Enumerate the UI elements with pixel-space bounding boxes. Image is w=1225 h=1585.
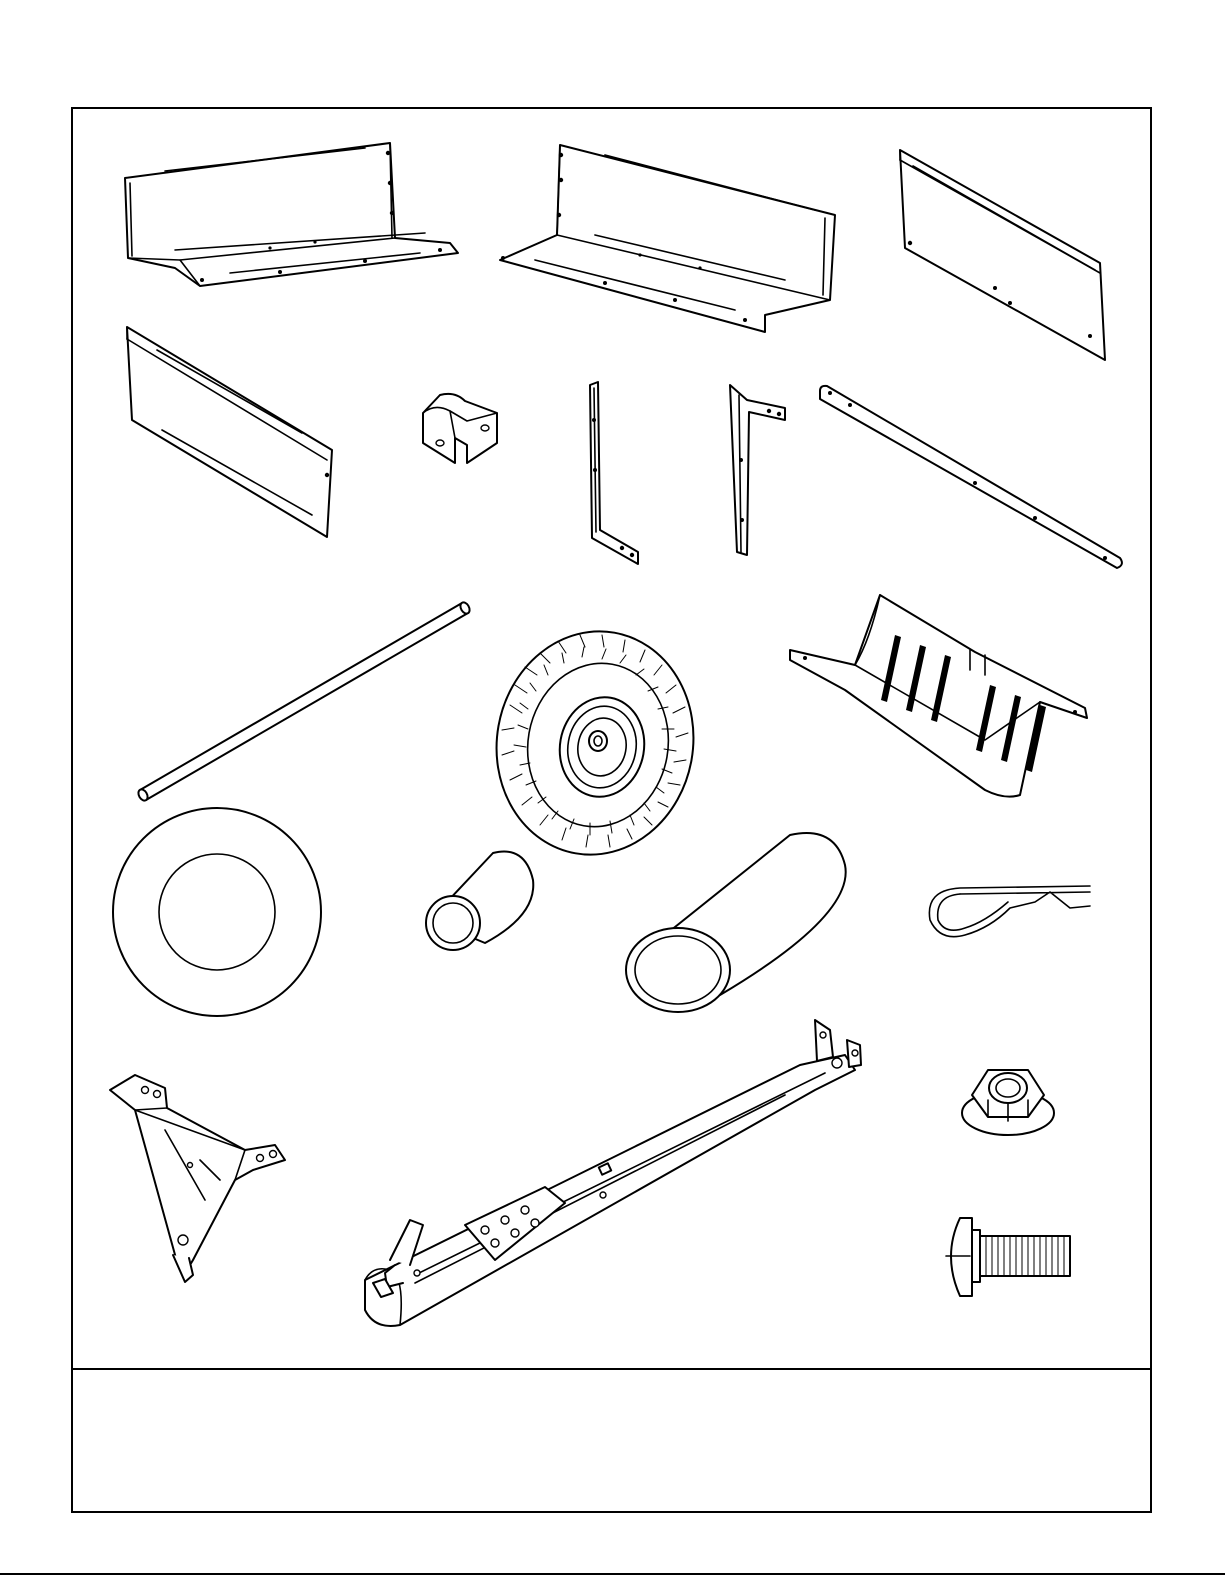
front-tub-panel	[495, 140, 845, 335]
hairpin-cotter	[920, 880, 1100, 945]
right-side-panel	[895, 148, 1110, 363]
corner-bracket	[415, 383, 505, 471]
flange-lock-nut	[958, 1055, 1058, 1140]
axle-rod	[130, 595, 475, 805]
left-l-brace	[580, 380, 645, 568]
flat-washer	[110, 805, 325, 1020]
long-spacer	[620, 825, 850, 1015]
flat-support-bar	[815, 383, 1130, 573]
tub-bottom-support	[785, 590, 1105, 805]
tongue-assembly	[355, 1015, 870, 1335]
left-side-panel	[122, 325, 337, 540]
carriage-bolt	[940, 1208, 1080, 1303]
right-l-brace	[725, 380, 790, 560]
short-spacer	[415, 845, 540, 955]
page-bottom-rule	[0, 1573, 1225, 1575]
rear-tub-panel	[120, 138, 465, 288]
caption-area	[73, 1370, 1150, 1511]
dump-latch-bracket	[105, 1070, 290, 1285]
